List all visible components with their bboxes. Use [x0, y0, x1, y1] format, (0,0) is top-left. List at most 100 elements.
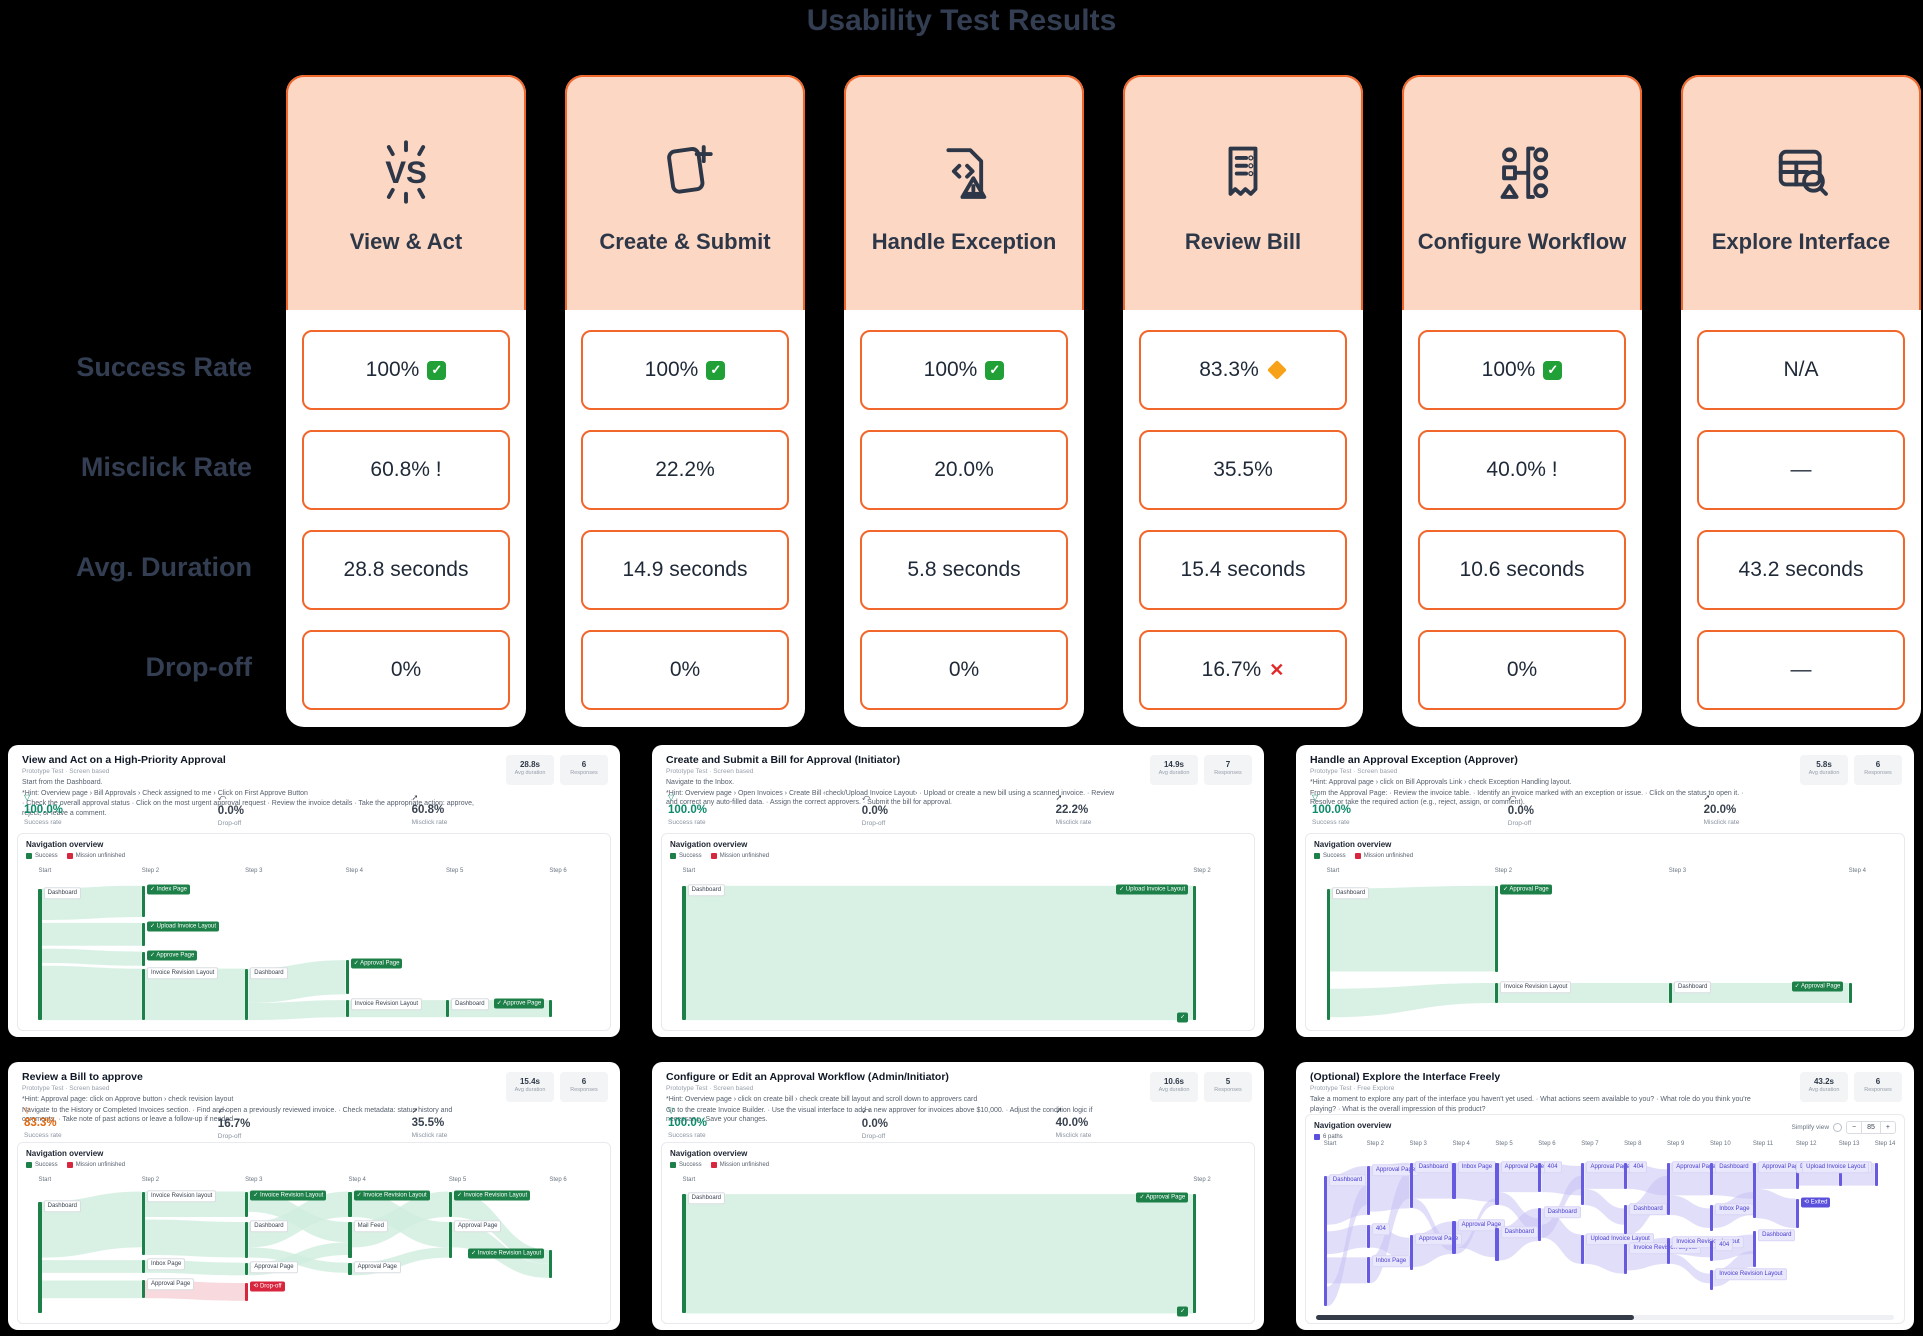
task-card-header: Handle Exception: [844, 75, 1084, 310]
metric-value-misclick-rate: 22.2%: [581, 430, 789, 510]
legend-label: Success: [1323, 853, 1346, 859]
legend-swatch: [710, 853, 717, 859]
stat-drop-off: ⤺0.0%Drop-off: [862, 1106, 1056, 1140]
stat-label: Success rate: [668, 819, 706, 826]
sankey-node-bar: [1494, 885, 1498, 972]
sankey-flow: [685, 885, 1194, 1021]
sankey-node-bar: [1581, 1234, 1585, 1264]
sankey-node-bar: [1409, 1162, 1413, 1209]
sankey-node-chip: Invoice Revision Layout: [1715, 1268, 1787, 1281]
sankey-step-label: Step 4: [1848, 868, 1866, 874]
legend-swatch: [1354, 853, 1361, 859]
metric-value-success-rate: 100%✓: [581, 330, 789, 410]
metric-value-success-rate: 100%✓: [860, 330, 1068, 410]
metric-text: 28.8 seconds: [343, 558, 469, 581]
legend-label: Success: [35, 853, 58, 859]
legend-swatch: [1314, 1134, 1320, 1140]
metric-text: 20.0%: [934, 458, 994, 481]
sankey-node-bar: [1193, 885, 1197, 1021]
sankey-node-bar: [1538, 1162, 1542, 1193]
sankey-step-label: Step 2: [1494, 868, 1513, 874]
simplify-view-label: Simplify view: [1791, 1124, 1830, 1131]
sankey-node-chip: Dashboard: [1758, 1229, 1796, 1242]
sankey-node-bar: [1848, 982, 1852, 1003]
legend-item: Mission unfinished: [710, 1162, 769, 1168]
stat-label: Misclick rate: [411, 819, 448, 826]
sankey-node-bar: [1193, 1194, 1197, 1314]
sankey-step-label: Step 6: [549, 1177, 567, 1183]
zoom-in-button[interactable]: +: [1885, 1124, 1890, 1131]
stat-success-rate: ▽100.0%Success rate: [668, 793, 862, 827]
metric-text: 14.9 seconds: [622, 558, 748, 581]
legend-item: Mission unfinished: [1354, 853, 1414, 859]
legend-label: Mission unfinished: [75, 1162, 126, 1168]
sankey-node-chip: ⟲ Exited: [1801, 1197, 1831, 1208]
sankey-flow: [41, 965, 142, 1021]
sankey-flow: [144, 968, 246, 1021]
sankey-node-bar: [1494, 982, 1498, 1003]
stat-value: 0.0%: [861, 805, 889, 817]
success-check-icon: ✓: [1543, 360, 1563, 380]
task-card-header: Explore Interface: [1681, 75, 1921, 310]
sankey-node-chip: Invoice Revision Layout: [146, 966, 219, 979]
metric-text: 0%: [948, 658, 980, 681]
description-line: *Hint: Approval page: click on Approve b…: [22, 1096, 234, 1103]
zoom-out-button[interactable]: −: [1852, 1124, 1857, 1131]
legend-item: Success: [26, 853, 58, 859]
sankey-node-bar: [1667, 1162, 1671, 1215]
legend-label: Mission unfinished: [1363, 853, 1414, 859]
sankey-node-bar: [1452, 1221, 1456, 1255]
sankey-step-label: Step 5: [446, 868, 464, 874]
stat-icon: ➚: [1055, 1106, 1063, 1115]
metric-text: 100%: [923, 358, 978, 381]
sankey-node-chip: Dashboard: [451, 998, 489, 1011]
sankey-step-label: Step 14: [1874, 1141, 1896, 1147]
metric-text: 16.7%: [1201, 658, 1262, 681]
sankey-node-bar: [38, 1201, 42, 1314]
legend-label: Success: [679, 853, 702, 859]
sankey-node-chip: ⟲ Drop-off: [250, 1281, 285, 1292]
legend-item: Mission unfinished: [66, 853, 125, 859]
chip-value: 14.9s: [1163, 760, 1185, 769]
stat-value: 60.8%: [411, 804, 445, 816]
sankey-node-chip: ✓: [1177, 1306, 1189, 1317]
sankey-node-chip: Invoice Revision Layout: [350, 998, 423, 1011]
mini-card-title: Handle an Approval Exception (Approver): [1310, 754, 1518, 766]
sankey-step-label: Step 2: [141, 1177, 160, 1183]
row-label-avg-duration: Avg. Duration: [75, 552, 252, 582]
chip-label: Responses: [1864, 770, 1892, 776]
horizontal-scrollbar-thumb[interactable]: [1316, 1315, 1634, 1320]
legend-swatch: [26, 1162, 32, 1168]
sankey-node-chip: Approval Page: [1672, 1160, 1720, 1173]
metric-value-drop-off: 0%: [860, 630, 1068, 710]
sankey-flow: [1498, 1192, 1539, 1232]
metric-text: 100%: [644, 358, 699, 381]
chip-value: 10.6s: [1163, 1077, 1185, 1086]
stat-value: 83.3%: [24, 1117, 57, 1129]
task-title: Handle Exception: [871, 228, 1057, 254]
sankey-legend: 6 paths: [1314, 1134, 1896, 1140]
sankey-node-bar: [348, 1222, 352, 1258]
sankey-flow: [41, 922, 142, 946]
sankey-node-bar: [38, 888, 42, 1021]
navigation-overview-heading: Navigation overview: [1314, 1121, 1392, 1130]
sankey-node-chip: Approval Page: [1500, 1160, 1548, 1173]
sankey-node-bar: [1709, 1241, 1714, 1261]
sankey-node-chip: Dashboard: [1543, 1206, 1581, 1219]
workflow-icon: [1483, 132, 1561, 212]
horizontal-scrollbar-track[interactable]: [1316, 1315, 1894, 1320]
sankey-node-bar: [245, 1262, 249, 1276]
metric-text: 83.3%: [1199, 358, 1259, 381]
sankey-node-chip: ✓ Index Page: [146, 884, 191, 895]
